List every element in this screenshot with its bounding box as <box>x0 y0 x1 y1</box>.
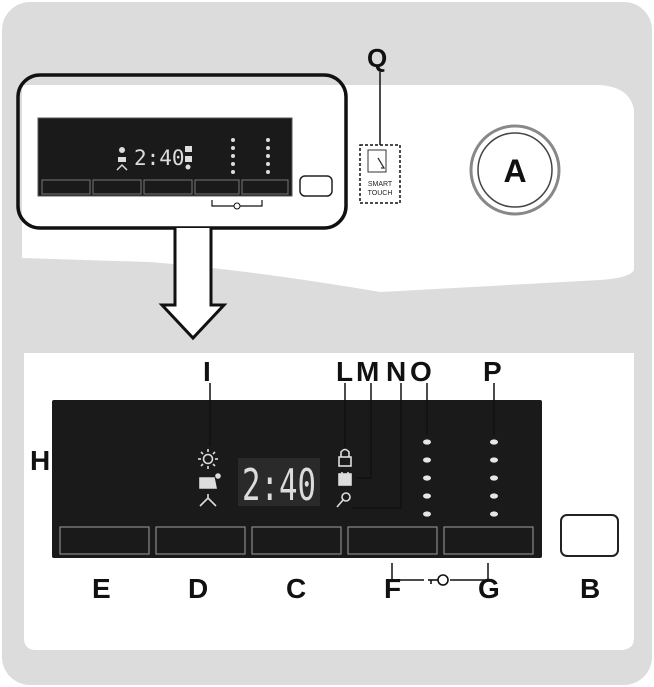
smart-touch-line-1: SMART <box>368 181 393 188</box>
key-link-left <box>391 563 424 581</box>
small-indicator-column-1 <box>231 138 235 174</box>
label-c: C <box>286 573 306 604</box>
label-m: M <box>356 356 379 387</box>
button-g <box>443 526 534 555</box>
padlock-icon <box>185 146 192 152</box>
leader-lines <box>209 383 495 581</box>
small-display-buttons <box>41 179 289 195</box>
nfc-phone-icon <box>367 149 387 173</box>
key-icon <box>185 164 191 170</box>
hanger-icon <box>199 494 217 507</box>
label-o: O <box>410 356 432 387</box>
large-display-time: 2:40 <box>242 460 316 511</box>
small-button <box>92 179 142 195</box>
label-b: B <box>580 573 600 604</box>
smart-touch-line-2: TOUCH <box>368 190 393 197</box>
leader-m <box>356 383 372 479</box>
right-icon-column <box>336 448 352 508</box>
indicator-column-o <box>423 439 431 517</box>
shirt-care-icon <box>338 472 352 486</box>
hanger-icon <box>116 163 128 171</box>
leader-n <box>352 383 402 509</box>
small-button <box>143 179 193 195</box>
iron-shirt-icon <box>199 473 221 489</box>
label-e: E <box>92 573 111 604</box>
small-button <box>41 179 91 195</box>
iron-shirt-icon <box>118 157 126 162</box>
label-a: A <box>503 153 526 189</box>
sun-icon <box>119 147 125 153</box>
zoom-arrow <box>158 228 228 341</box>
button-c <box>251 526 342 555</box>
key-icon <box>336 492 351 508</box>
key-link-right <box>450 563 489 581</box>
hand-tap-icon <box>377 157 386 169</box>
left-icon-column <box>198 449 221 507</box>
padlock-icon <box>338 448 352 467</box>
small-button <box>241 179 289 195</box>
button-d <box>155 526 246 555</box>
small-button <box>194 179 240 195</box>
button-e <box>59 526 150 555</box>
label-n: N <box>386 356 406 387</box>
sun-icon <box>198 449 218 469</box>
small-display-time: 2:40 <box>134 146 185 170</box>
panel-buttons <box>59 526 534 555</box>
small-key-link-icon <box>233 202 241 210</box>
key-link-icon <box>428 574 449 586</box>
label-p: P <box>483 356 502 387</box>
label-q: Q <box>367 43 387 73</box>
button-b <box>560 514 619 557</box>
small-button-b <box>299 175 333 197</box>
indicator-column-p <box>490 439 498 517</box>
smart-touch-area <box>359 144 401 204</box>
label-l: L <box>336 356 353 387</box>
label-d: D <box>188 573 208 604</box>
label-f: F <box>384 573 401 604</box>
small-left-icons <box>116 147 128 171</box>
small-right-icons <box>185 146 192 170</box>
label-i: I <box>203 356 211 387</box>
time-readout-bg <box>238 458 320 506</box>
dial-inner <box>477 132 553 208</box>
button-f <box>347 526 438 555</box>
shirt-care-icon <box>185 156 192 162</box>
label-h: H <box>30 445 50 476</box>
small-indicator-column-2 <box>266 138 270 174</box>
label-g: G <box>478 573 500 604</box>
